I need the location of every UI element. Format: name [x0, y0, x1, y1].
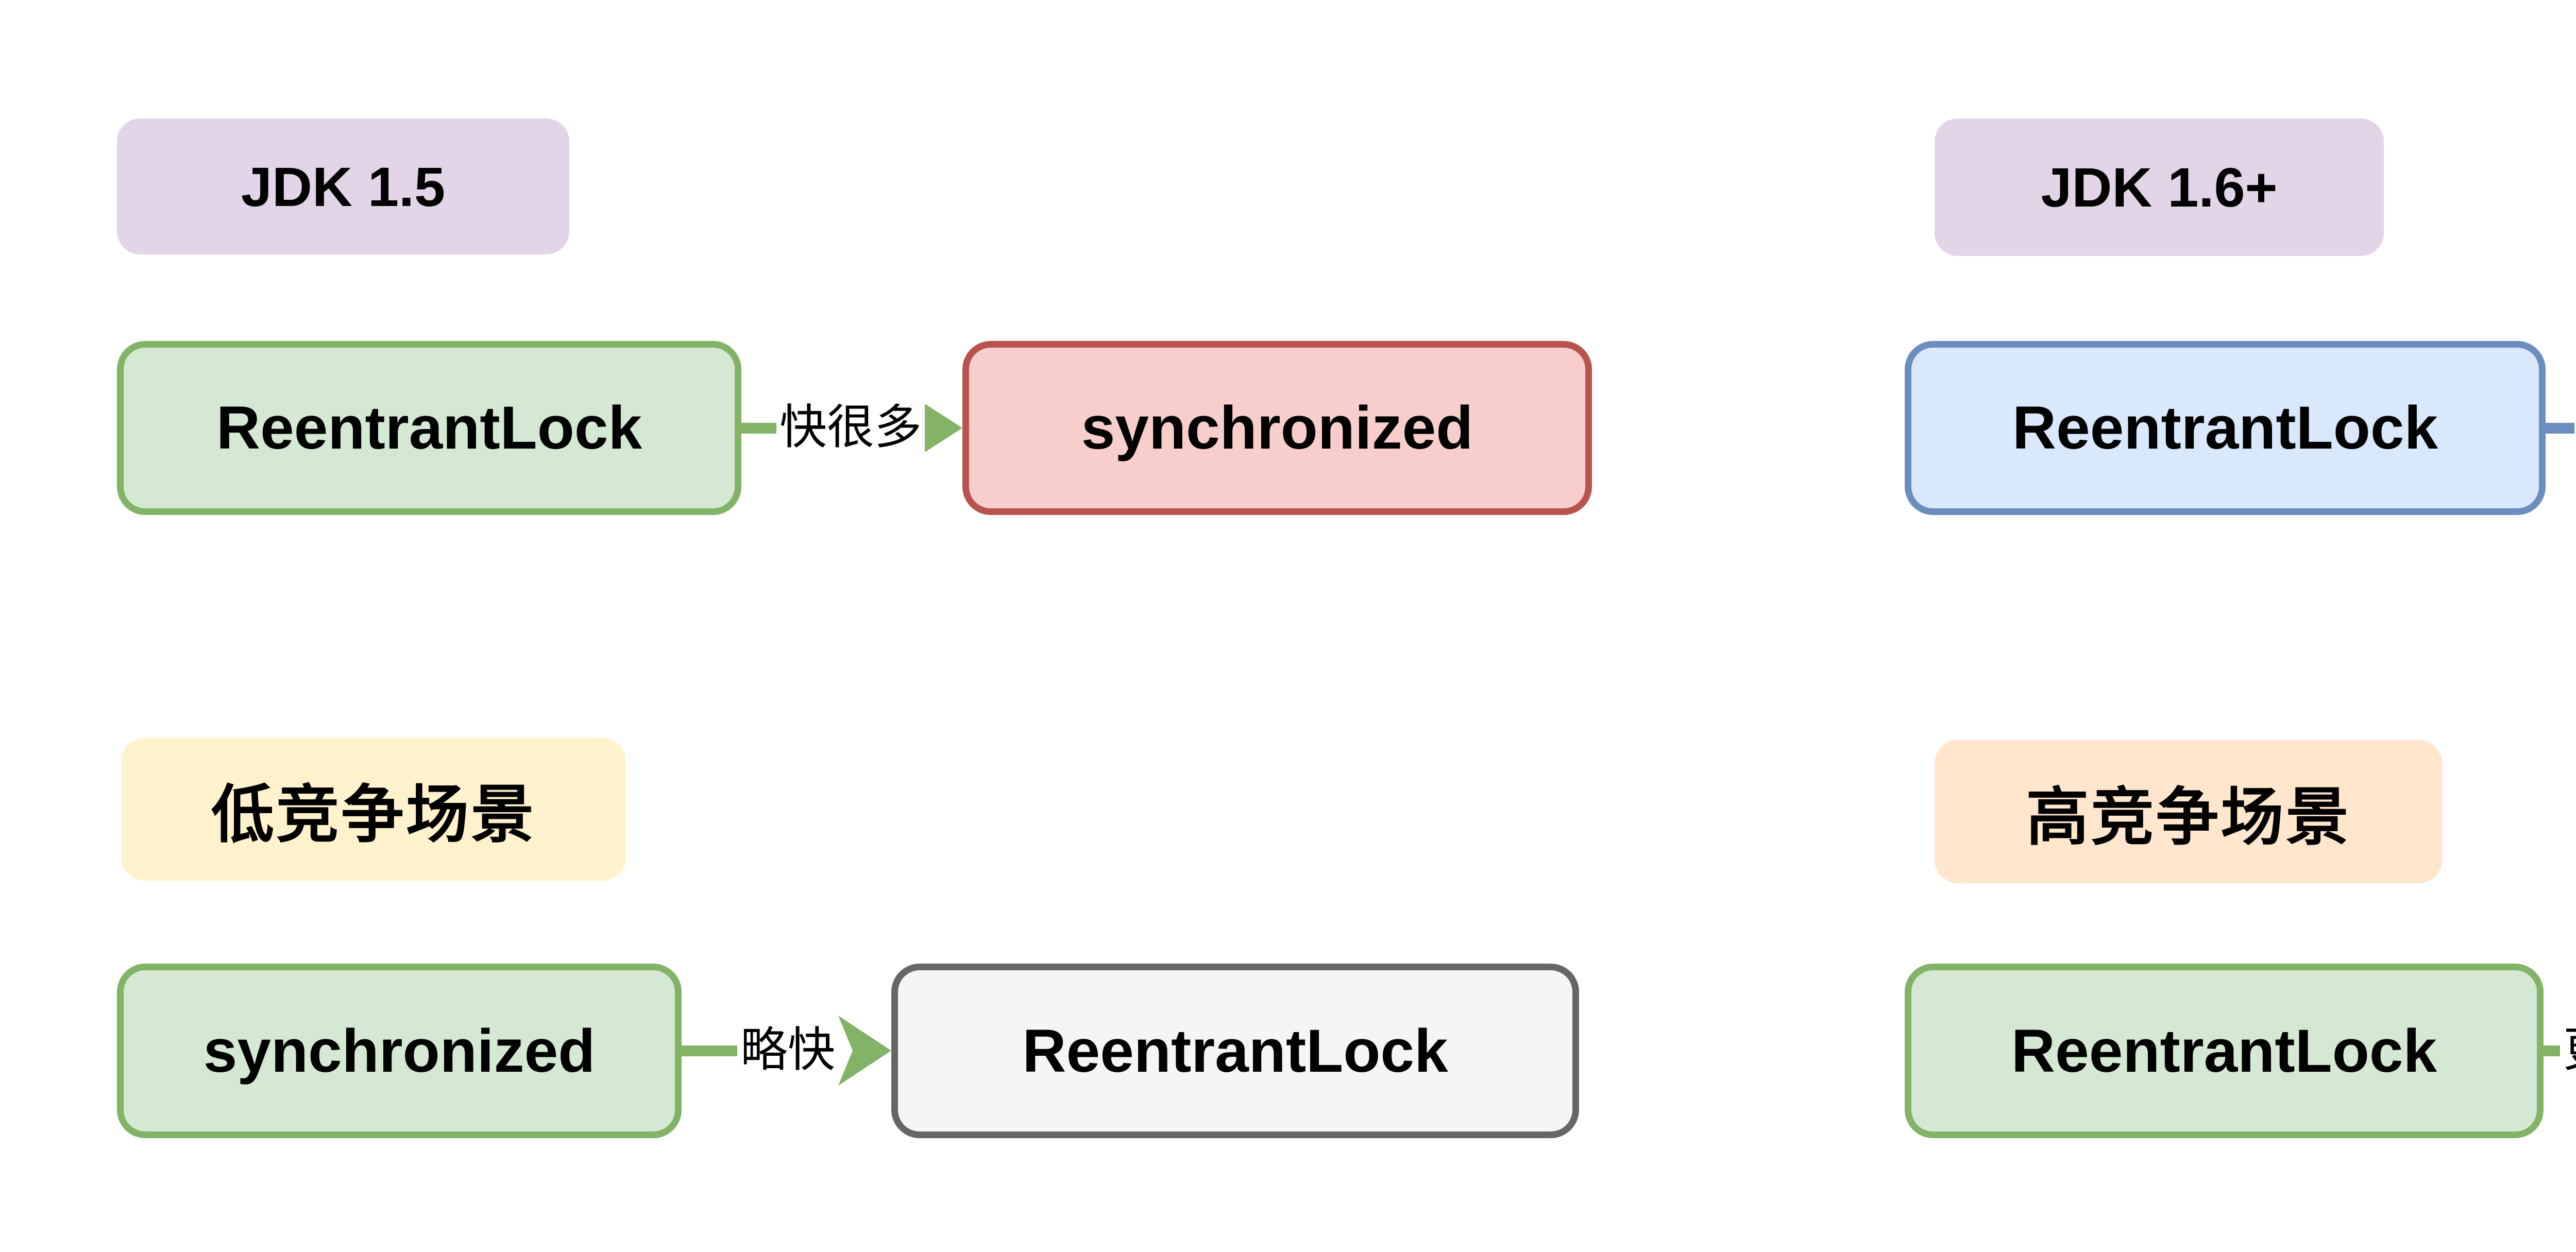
- arrow-jdk16: 差不多: [2546, 351, 2576, 505]
- arrow-line: [741, 422, 776, 434]
- arrow-label: 更可控: [2560, 1024, 2576, 1076]
- arrow-line: [2546, 422, 2574, 434]
- arrow-line: [2544, 1045, 2560, 1056]
- node-jdk16-reentrantlock: ReentrantLock: [1905, 341, 2546, 515]
- arrow-high-contention: 更可控: [2544, 973, 2576, 1128]
- node-highcontention-reentrantlock: ReentrantLock: [1905, 964, 2544, 1138]
- node-jdk15-synchronized: synchronized: [962, 341, 1592, 515]
- section-header-jdk-1-6-plus: JDK 1.6+: [1935, 118, 2384, 256]
- arrow-line: [682, 1045, 737, 1056]
- arrow-low-contention: 略快: [682, 973, 891, 1128]
- node-lowcontention-synchronized: synchronized: [117, 964, 682, 1138]
- arrow-label: 略快: [740, 1024, 835, 1077]
- node-lowcontention-reentrantlock: ReentrantLock: [891, 964, 1579, 1138]
- arrowhead-right-icon: [925, 404, 962, 452]
- arrowhead-right-icon: [838, 1016, 891, 1086]
- section-header-high-contention: 高竞争场景: [1935, 740, 2442, 883]
- arrow-label: 快很多: [779, 401, 922, 454]
- section-header-low-contention: 低竞争场景: [121, 738, 626, 881]
- section-header-jdk-1-5: JDK 1.5: [117, 118, 569, 254]
- node-jdk15-reentrantlock: ReentrantLock: [117, 341, 741, 515]
- arrow-jdk15: 快很多: [741, 351, 962, 505]
